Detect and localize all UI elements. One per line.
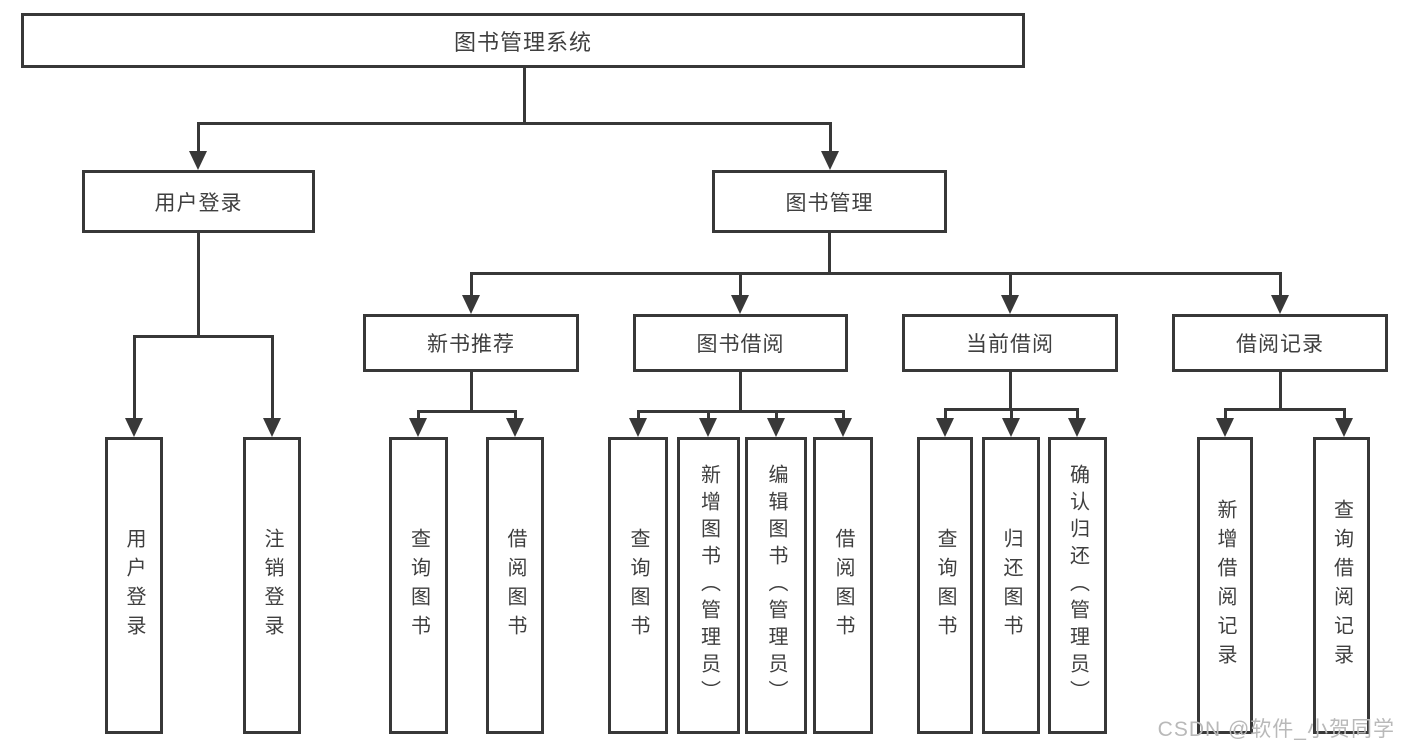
csdn-watermark: CSDN @软件_小贺同学	[1157, 718, 1395, 741]
node-user-login: 用户登录	[82, 170, 315, 233]
connector-arm-leaf-user-login	[132, 335, 136, 419]
arrow-down-icon	[409, 418, 427, 437]
connector-current-stem	[1008, 372, 1012, 408]
connector-arm-borrowing-records	[1278, 272, 1282, 297]
node-label: 借阅图书	[832, 527, 854, 644]
connector-recommend-rail	[416, 410, 517, 413]
leaf-current-confirm-return-admin: 确认归还（管理员）	[1048, 437, 1107, 734]
connector-arm	[841, 410, 845, 420]
arrow-down-icon	[629, 418, 647, 437]
connector-arm-user-login	[196, 122, 200, 153]
connector-arm-current-borrowing	[1008, 272, 1012, 297]
arrow-down-icon	[1068, 418, 1086, 437]
node-label: 查询借阅记录	[1330, 498, 1353, 673]
arrow-down-icon	[699, 418, 717, 437]
node-new-book-recommend: 新书推荐	[363, 314, 579, 372]
connector-records-stem	[1278, 372, 1282, 408]
connector-records-rail	[1223, 408, 1345, 411]
node-label: 图书管理	[785, 191, 874, 215]
leaf-records-add-record: 新增借阅记录	[1197, 437, 1253, 734]
connector-arm-book-management	[828, 122, 832, 153]
leaf-user-login: 用户登录	[105, 437, 163, 734]
node-label: 当前借阅	[966, 333, 1054, 356]
node-label: 新书推荐	[427, 333, 515, 356]
arrow-down-icon	[821, 151, 839, 170]
node-label: 用户登录	[154, 191, 243, 215]
leaf-current-return-books: 归还图书	[982, 437, 1040, 734]
node-label: 用户登录	[123, 527, 145, 644]
connector-book-management-rail	[469, 272, 1282, 275]
node-label: 查询图书	[627, 527, 649, 644]
connector-borrowing-stem	[738, 372, 742, 410]
connector-arm	[1223, 408, 1227, 420]
node-label: 确认归还（管理员）	[1066, 464, 1089, 707]
arrow-down-icon	[506, 418, 524, 437]
connector-arm-leaf-logout	[270, 335, 274, 419]
connector-arm	[513, 410, 517, 420]
connector-user-login-stem	[196, 233, 200, 335]
arrow-down-icon	[834, 418, 852, 437]
connector-book-management-stem	[827, 233, 831, 272]
node-label: 查询图书	[934, 527, 956, 644]
node-borrowing-records: 借阅记录	[1172, 314, 1388, 372]
node-label: 图书借阅	[696, 333, 785, 356]
arrow-down-icon	[263, 418, 281, 437]
connector-arm	[943, 408, 947, 420]
node-label: 图书管理系统	[453, 29, 592, 55]
arrow-down-icon	[936, 418, 954, 437]
connector-recommend-stem	[469, 372, 473, 410]
leaf-recommend-query-books: 查询图书	[389, 437, 448, 734]
connector-user-login-rail	[132, 335, 274, 338]
leaf-borrow-query-books: 查询图书	[608, 437, 668, 734]
connector-arm-new-book-recommend	[469, 272, 473, 297]
connector-root-stem	[522, 68, 526, 122]
node-label: 新增借阅记录	[1214, 498, 1236, 673]
node-label: 借阅记录	[1236, 333, 1324, 356]
leaf-borrow-add-books-admin: 新增图书（管理员）	[677, 437, 740, 734]
connector-arm	[1342, 408, 1346, 420]
arrow-down-icon	[1216, 418, 1234, 437]
arrow-down-icon	[462, 295, 480, 314]
node-label: 查询图书	[407, 527, 430, 644]
node-label: 归还图书	[1000, 527, 1022, 644]
connector-arm	[636, 410, 640, 420]
connector-arm	[706, 410, 710, 420]
connector-arm	[774, 410, 778, 420]
leaf-borrow-edit-books-admin: 编辑图书（管理员）	[745, 437, 807, 734]
connector-arm	[416, 410, 420, 420]
arrow-down-icon	[731, 295, 749, 314]
node-book-borrowing: 图书借阅	[633, 314, 848, 372]
node-label: 注销登录	[261, 527, 283, 644]
arrow-down-icon	[1271, 295, 1289, 314]
arrow-down-icon	[1001, 295, 1019, 314]
arrow-down-icon	[767, 418, 785, 437]
connector-root-rail	[196, 122, 832, 125]
leaf-borrow-borrow-books: 借阅图书	[813, 437, 873, 734]
arrow-down-icon	[1002, 418, 1020, 437]
connector-borrowing-rail	[636, 410, 845, 413]
node-label: 借阅图书	[504, 527, 526, 644]
node-label: 新增图书（管理员）	[697, 464, 720, 707]
connector-arm	[1009, 408, 1013, 420]
arrow-down-icon	[189, 151, 207, 170]
leaf-recommend-borrow-books: 借阅图书	[486, 437, 544, 734]
node-label: 编辑图书（管理员）	[765, 464, 787, 707]
connector-arm-book-borrowing	[738, 272, 742, 297]
arrow-down-icon	[125, 418, 143, 437]
connector-arm	[1075, 408, 1079, 420]
node-current-borrowing: 当前借阅	[902, 314, 1118, 372]
leaf-records-query-record: 查询借阅记录	[1313, 437, 1370, 734]
node-library-management-system: 图书管理系统	[21, 13, 1025, 68]
arrow-down-icon	[1335, 418, 1353, 437]
node-book-management: 图书管理	[712, 170, 947, 233]
leaf-logout: 注销登录	[243, 437, 301, 734]
leaf-current-query-books: 查询图书	[917, 437, 973, 734]
